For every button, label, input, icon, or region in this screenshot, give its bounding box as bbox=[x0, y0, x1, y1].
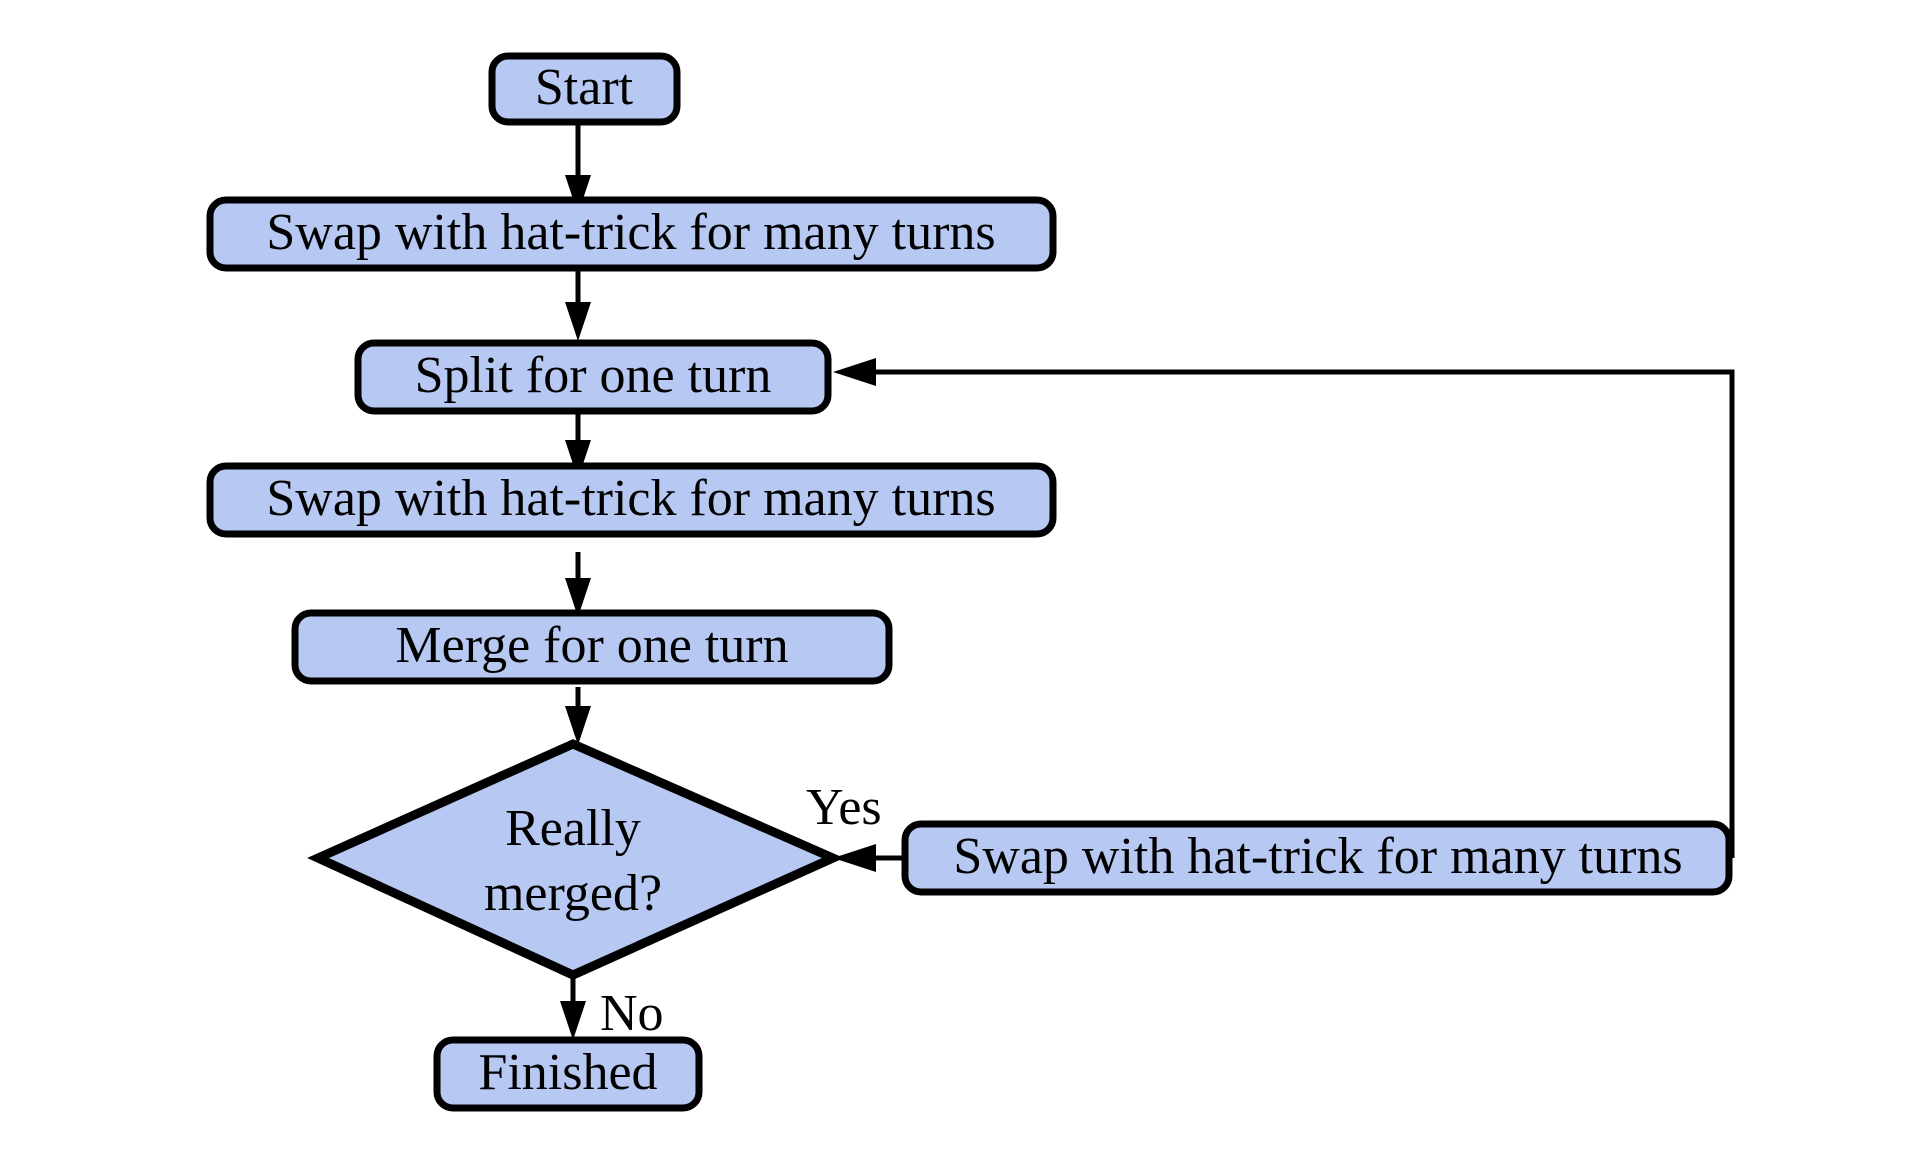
node-merge-label: Merge for one turn bbox=[395, 617, 788, 674]
node-finished-label: Finished bbox=[478, 1044, 657, 1101]
node-swap2[interactable]: Swap with hat-trick for many turns bbox=[206, 462, 1057, 538]
edge-merge-to-decision bbox=[565, 687, 591, 745]
node-swap3[interactable]: Swap with hat-trick for many turns bbox=[901, 820, 1733, 896]
node-start[interactable]: Start bbox=[488, 52, 681, 126]
edge-label-yes: Yes bbox=[806, 779, 882, 836]
node-decision-label-line2: merged? bbox=[484, 865, 662, 922]
node-swap1-label: Swap with hat-trick for many turns bbox=[266, 204, 995, 261]
edge-swap3-to-split-feedback bbox=[833, 358, 1735, 858]
edge-decision-to-finished bbox=[560, 975, 586, 1040]
edge-swap1-to-split bbox=[565, 267, 591, 341]
edge-label-no: No bbox=[600, 985, 664, 1042]
edge-split-to-swap2 bbox=[565, 410, 591, 479]
node-swap3-label: Swap with hat-trick for many turns bbox=[953, 828, 1682, 885]
node-split-label: Split for one turn bbox=[415, 347, 772, 404]
node-merge[interactable]: Merge for one turn bbox=[291, 609, 893, 685]
node-swap1[interactable]: Swap with hat-trick for many turns bbox=[206, 196, 1057, 272]
node-finished[interactable]: Finished bbox=[433, 1036, 703, 1112]
edge-start-to-swap1 bbox=[565, 123, 591, 214]
node-swap2-label: Swap with hat-trick for many turns bbox=[266, 470, 995, 527]
node-start-label: Start bbox=[535, 59, 634, 116]
node-split[interactable]: Split for one turn bbox=[354, 339, 832, 415]
edge-swap2-to-merge bbox=[565, 552, 591, 617]
node-decision-label-line1: Really bbox=[505, 800, 641, 857]
edge-swap3-to-decision bbox=[833, 844, 905, 872]
node-decision[interactable]: Really merged? bbox=[307, 739, 845, 980]
